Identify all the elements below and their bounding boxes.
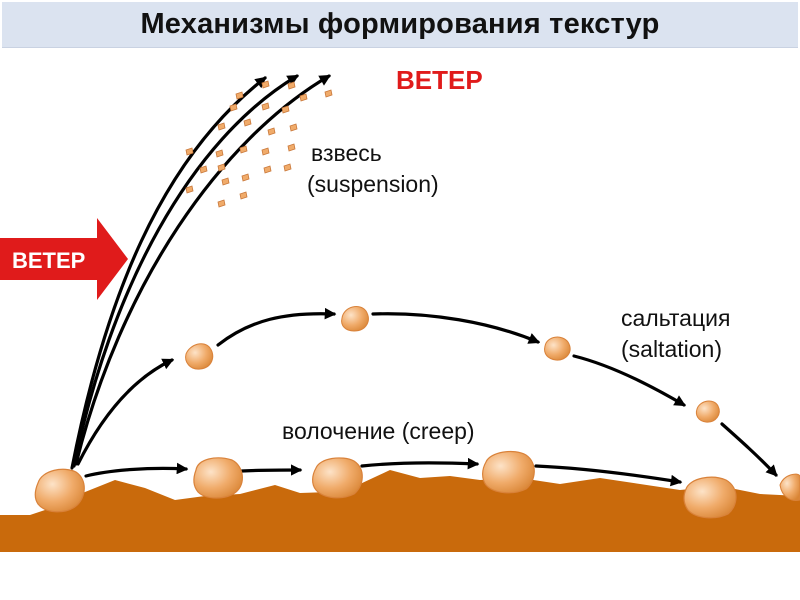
saltation-arrow-5 [720,422,778,477]
saltation-arrow-3 [371,312,541,344]
creep-arrow-1 [84,462,189,478]
saltation-arrow-2 [216,307,337,347]
suspension-arrow-1 [70,76,267,470]
wind-top-label: ВЕТЕР [396,65,483,95]
creep-arrow-3 [360,457,480,470]
creep-pebbles [34,450,737,519]
creep-pebble-2 [193,457,243,499]
wind-arrow-left: ВЕТЕР [0,218,128,300]
title-bar: Механизмы формирования текстур [2,2,798,48]
creep-arrow-2 [240,464,303,476]
creep-pebble-3 [312,457,363,499]
creep-pebble-4 [482,450,535,494]
saltation-grain-3 [544,336,571,361]
suspended-particles [185,80,333,208]
saltation-arrow-4 [572,354,686,407]
saltation-arrow-1 [76,358,175,466]
creep-label: волочение (creep) [282,418,475,444]
creep-arrows [84,457,683,487]
saltation-arrows [76,307,778,477]
saltation-grain-1 [185,343,214,370]
creep-arrow-4 [534,464,683,487]
wind-left-label: ВЕТЕР [12,248,85,273]
creep-pebble-1 [34,468,85,513]
suspension-arrow-2 [72,74,299,468]
creep-pebble-5 [683,476,737,519]
saltation-label-en: (saltation) [621,336,722,362]
saltation-grains [185,306,800,501]
suspension-label-en: (suspension) [307,171,439,197]
page-title: Механизмы формирования текстур [140,8,660,40]
saltation-grain-4 [695,400,720,423]
saltation-label-ru: сальтация [621,305,730,331]
ground [0,470,800,552]
saltation-grain-2 [341,306,369,332]
suspension-label-ru: взвесь [311,140,382,166]
saltation-grain-5 [779,473,800,501]
